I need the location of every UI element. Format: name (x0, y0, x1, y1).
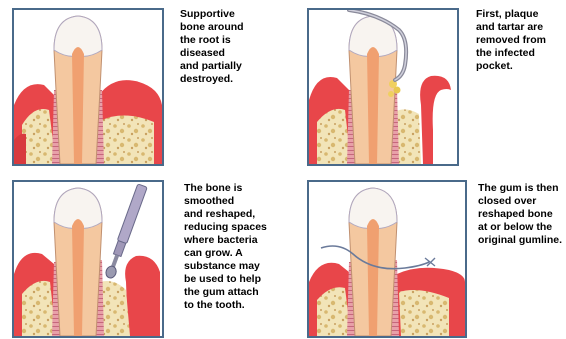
panel-step-2 (307, 8, 459, 166)
gum-closure-illustration (309, 182, 465, 336)
step-4-caption: The gum is then closed over reshaped bon… (478, 182, 562, 247)
plaque-removal-illustration (309, 10, 457, 164)
panel-step-3 (12, 180, 164, 338)
step-2-caption: First, plaque and tartar are removed fro… (476, 8, 546, 73)
panel-step-4 (307, 180, 467, 338)
panel-step-1 (12, 8, 164, 166)
step-3-caption: The bone is smoothed and reshaped, reduc… (184, 182, 267, 312)
diseased-bone-illustration (14, 10, 162, 164)
bone-reshaping-illustration (14, 182, 162, 336)
step-1-caption: Supportive bone around the root is disea… (180, 8, 244, 86)
